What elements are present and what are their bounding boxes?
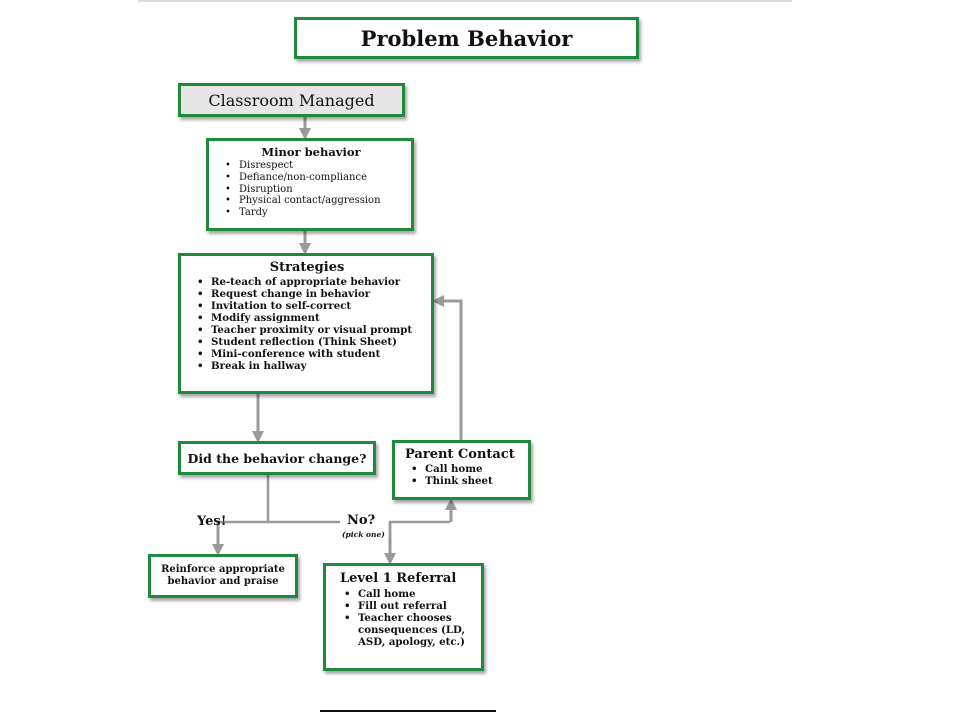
list-item: Teacher chooses consequences (LD, ASD, a…: [344, 612, 475, 648]
behavior-change-question: Did the behavior change?: [187, 450, 367, 466]
list-item: Modify assignment: [197, 312, 425, 324]
title-box: Problem Behavior: [294, 17, 639, 59]
reinforce-label: Reinforce appropriate behavior and prais…: [161, 564, 285, 587]
list-item: Request change in behavior: [197, 288, 425, 300]
list-item: Disrespect: [225, 160, 405, 172]
level1-referral-box: Level 1 Referral Call home Fill out refe…: [323, 563, 484, 671]
strategies-list: Re-teach of appropriate behavior Request…: [189, 276, 425, 372]
behavior-change-question-box: Did the behavior change?: [178, 441, 376, 475]
level1-referral-title: Level 1 Referral: [340, 571, 457, 586]
connector-options: [388, 520, 450, 538]
classroom-managed-box: Classroom Managed: [178, 83, 405, 117]
list-item: Re-teach of appropriate behavior: [197, 276, 425, 288]
list-item: Fill out referral: [344, 600, 475, 612]
top-rule: [138, 0, 792, 2]
list-item: Invitation to self-correct: [197, 300, 425, 312]
parent-contact-title: Parent Contact: [405, 447, 515, 462]
list-item: Teacher proximity or visual prompt: [197, 324, 425, 336]
list-item: Defiance/non-compliance: [225, 172, 405, 184]
flowchart-title: Problem Behavior: [360, 25, 573, 51]
list-item: Disruption: [225, 184, 405, 196]
strategies-title: Strategies: [269, 260, 345, 275]
parent-contact-list: Call home Think sheet: [403, 463, 522, 487]
minor-behavior-box: Minor behavior Disrespect Defiance/non-c…: [206, 138, 414, 231]
pick-one-note: (pick one): [342, 530, 385, 539]
arrow-parent-to-strategies: [432, 295, 463, 440]
list-item: Think sheet: [411, 475, 522, 487]
bottom-rule: [320, 710, 496, 712]
list-item: Call home: [411, 463, 522, 475]
no-label: No?: [347, 513, 376, 528]
yes-label: Yes!: [197, 514, 227, 529]
list-item: Mini-conference with student: [197, 348, 425, 360]
list-item: Call home: [344, 588, 475, 600]
list-item: Student reflection (Think Sheet): [197, 336, 425, 348]
list-item: Tardy: [225, 207, 405, 219]
minor-behavior-title: Minor behavior: [261, 145, 361, 159]
classroom-managed-label: Classroom Managed: [208, 90, 375, 110]
level1-referral-list: Call home Fill out referral Teacher choo…: [336, 588, 475, 648]
strategies-box: Strategies Re-teach of appropriate behav…: [178, 253, 434, 394]
minor-behavior-list: Disrespect Defiance/non-compliance Disru…: [217, 160, 405, 219]
parent-contact-box: Parent Contact Call home Think sheet: [392, 440, 531, 500]
list-item: Break in hallway: [197, 360, 425, 372]
list-item: Physical contact/aggression: [225, 195, 405, 207]
reinforce-box: Reinforce appropriate behavior and prais…: [148, 554, 298, 598]
